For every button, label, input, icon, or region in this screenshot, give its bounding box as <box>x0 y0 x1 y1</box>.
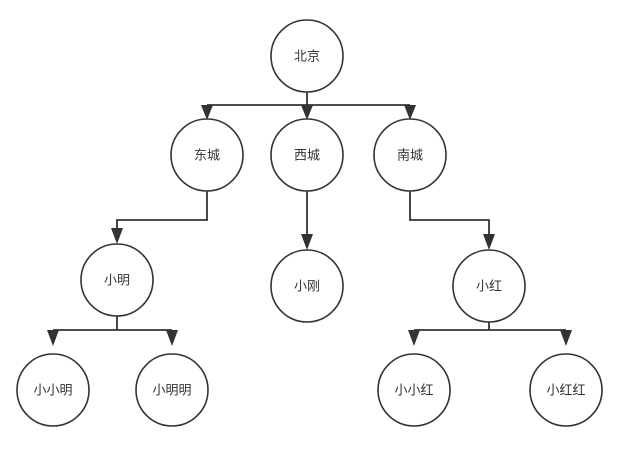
node-label-xiaohonghong: 小红红 <box>546 383 585 399</box>
node-circle-xicheng[interactable] <box>270 118 344 192</box>
node-label-beijing: 北京 <box>294 50 320 65</box>
node-circle-xiaohong[interactable] <box>452 249 526 323</box>
edge-xicheng-to-xiaogang <box>301 191 313 250</box>
node-label-xiaomingming: 小明明 <box>152 384 191 399</box>
node-xiaohonghong[interactable]: 小红红 <box>529 353 603 427</box>
node-label-xiaoming: 小明 <box>104 274 130 289</box>
arrowhead-xiaohonghong <box>560 330 572 346</box>
node-label-xiaoxiaohong: 小小红 <box>394 383 433 399</box>
node-circle-xiaoxiaoming[interactable] <box>16 353 90 427</box>
arrowhead-dongcheng <box>201 105 213 120</box>
node-label-xiaohong: 小红 <box>476 279 502 295</box>
arrowhead-xiaomingming <box>166 330 178 346</box>
node-xiaoxiaohong[interactable]: 小小红 <box>377 353 451 427</box>
node-label-nancheng: 南城 <box>397 148 423 164</box>
node-circle-nancheng[interactable] <box>373 118 447 192</box>
node-circle-dongcheng[interactable] <box>170 118 244 192</box>
arrowhead-xiaoxiaohong <box>408 330 420 346</box>
node-xiaoming[interactable]: 小明 <box>80 243 154 317</box>
edge-group <box>47 92 572 346</box>
node-circle-xiaoxiaohong[interactable] <box>377 353 451 427</box>
node-beijing[interactable]: 北京 <box>270 19 344 93</box>
arrowhead-nancheng <box>404 105 416 120</box>
node-label-xicheng: 西城 <box>294 149 320 164</box>
node-group: 北京 东城 西城 南城 小明 小刚 <box>16 19 603 427</box>
node-circle-xiaomingming[interactable] <box>135 353 209 427</box>
arrowhead-xiaoming <box>111 228 123 244</box>
node-circle-beijing[interactable] <box>270 19 344 93</box>
node-label-xiaogang: 小刚 <box>294 280 320 295</box>
edge-path-nancheng-xiaohong <box>409 191 490 236</box>
edge-path-dongcheng-xiaoming <box>116 191 208 230</box>
node-xiaohong[interactable]: 小红 <box>452 249 526 323</box>
node-circle-xiaogang[interactable] <box>270 249 344 323</box>
edge-xiaoming-to-children <box>47 316 178 346</box>
node-xiaoxiaoming[interactable]: 小小明 <box>16 353 90 427</box>
edge-nancheng-to-xiaohong <box>409 191 495 250</box>
edge-beijing-to-level1 <box>201 92 416 120</box>
node-xiaomingming[interactable]: 小明明 <box>135 353 209 427</box>
arrowhead-xiaohong <box>483 234 495 250</box>
arrowhead-xiaoxiaoming <box>47 330 59 346</box>
node-label-xiaoxiaoming: 小小明 <box>33 384 72 399</box>
edge-xiaohong-to-children <box>408 322 572 346</box>
node-nancheng[interactable]: 南城 <box>373 118 447 192</box>
node-circle-xiaoming[interactable] <box>80 243 154 317</box>
node-xicheng[interactable]: 西城 <box>270 118 344 192</box>
edge-dongcheng-to-xiaoming <box>111 191 208 244</box>
node-dongcheng[interactable]: 东城 <box>170 118 244 192</box>
arrowhead-xiaogang <box>301 234 313 250</box>
arrowhead-xicheng <box>301 105 313 120</box>
node-xiaogang[interactable]: 小刚 <box>270 249 344 323</box>
node-label-dongcheng: 东城 <box>194 149 220 164</box>
node-circle-xiaohonghong[interactable] <box>529 353 603 427</box>
